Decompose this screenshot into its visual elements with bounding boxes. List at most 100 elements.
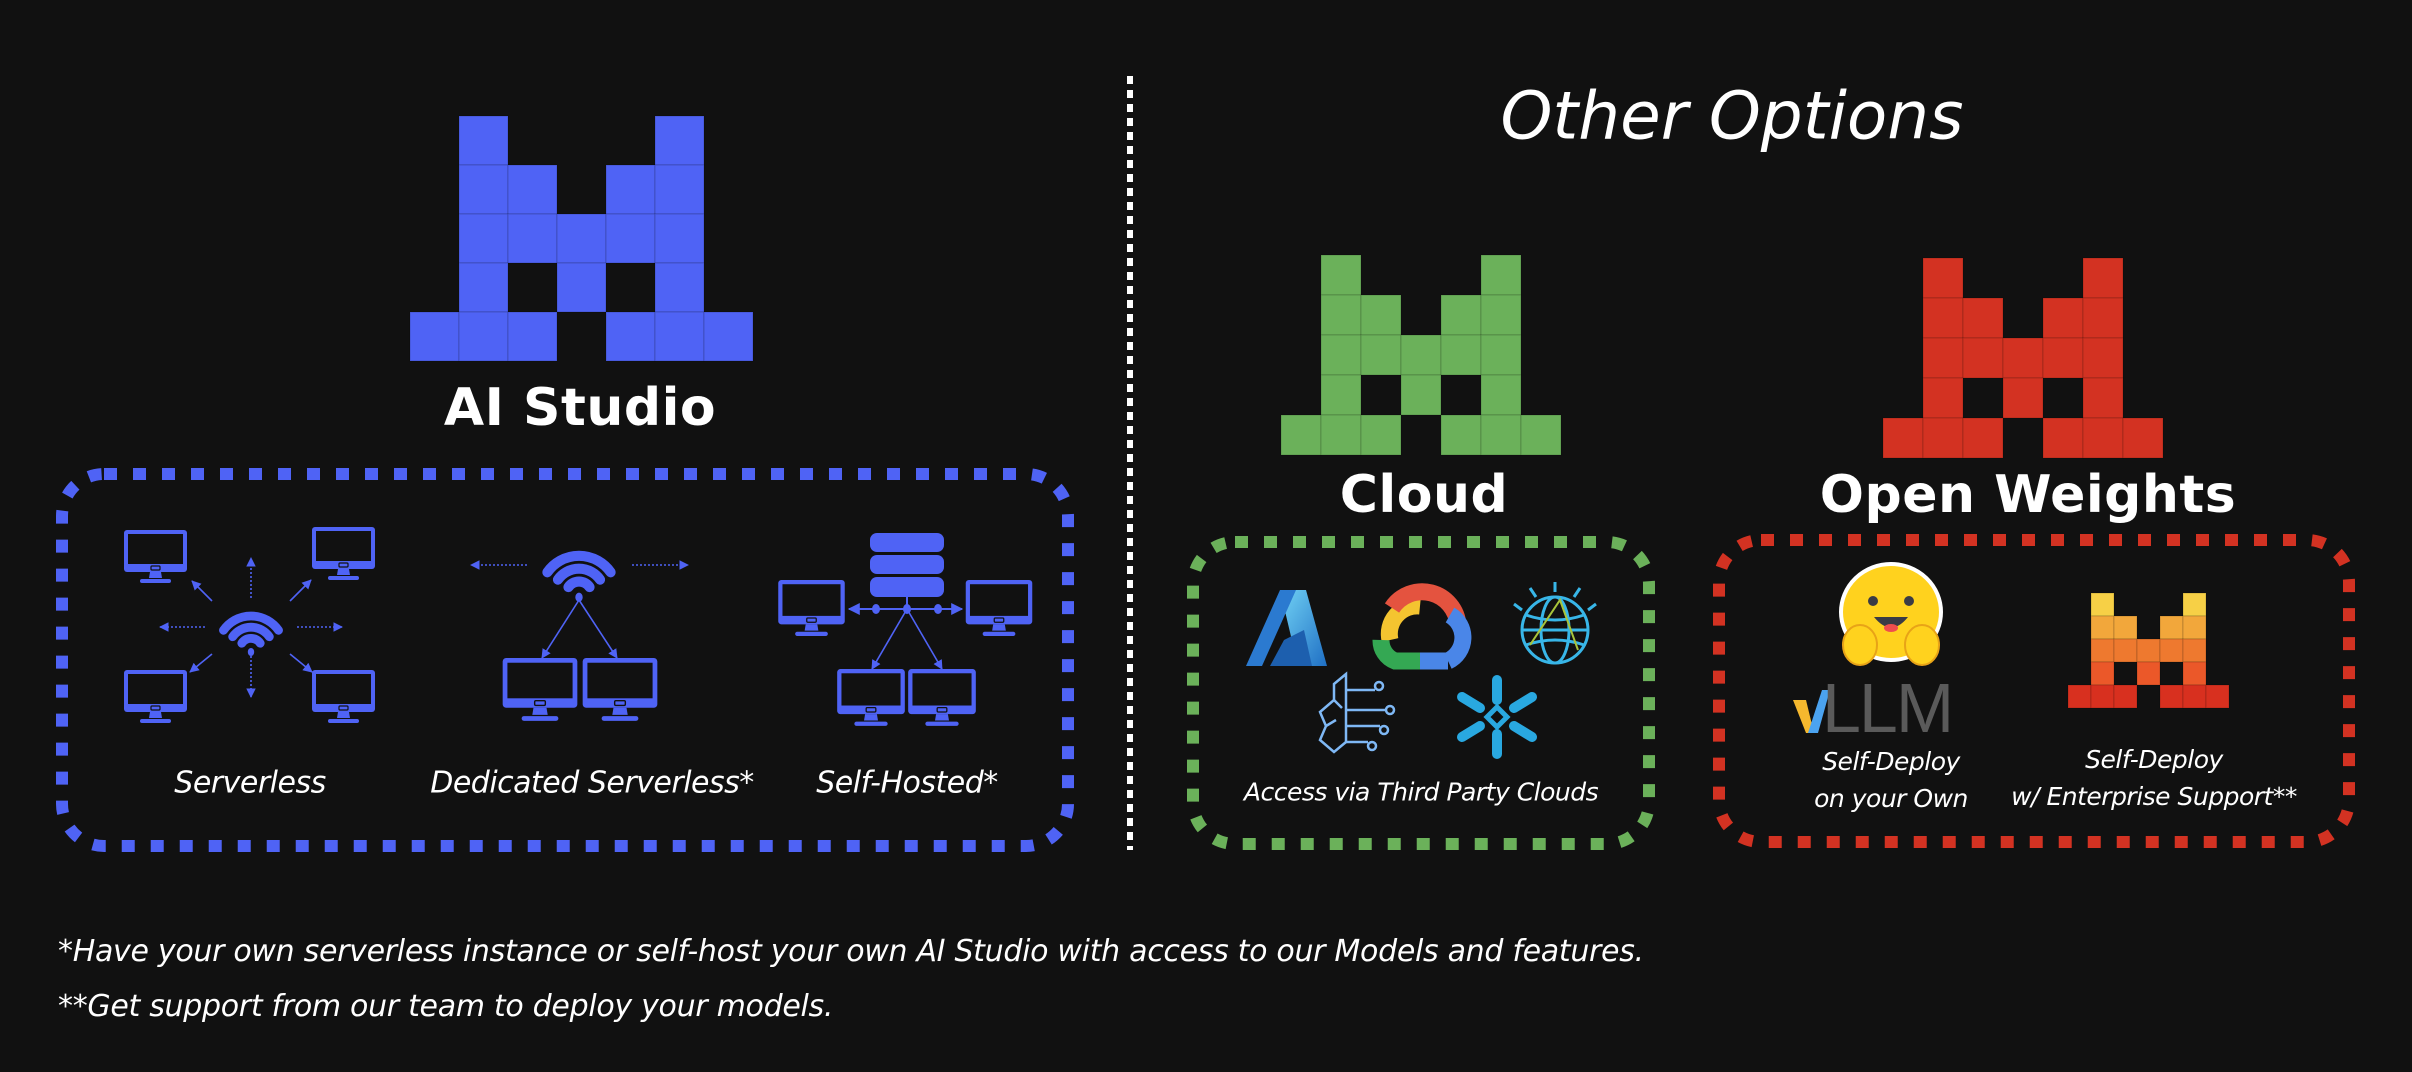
hugging-face-icon (1839, 562, 1943, 666)
logo-cell (458, 164, 509, 215)
logo-cell (458, 311, 509, 362)
logo-cell (605, 164, 656, 215)
self-deploy-enterprise-caption: Self-Deploy w/ Enterprise Support** (2011, 741, 2297, 815)
logo-cell (605, 213, 656, 264)
logo-cell (2205, 684, 2230, 709)
logo-cell (409, 311, 460, 362)
vllm-logo (1793, 690, 1830, 733)
logo-cell (2113, 615, 2138, 640)
logo-cell (2159, 684, 2184, 709)
logo-cell (1320, 374, 1362, 416)
logo-cell (1922, 297, 1964, 339)
logo-cell (2182, 661, 2207, 686)
cloud-options-box (1187, 536, 1655, 850)
caption-line: w/ Enterprise Support** (2011, 782, 2297, 811)
logo-cell (2113, 638, 2138, 663)
logo-cell (1440, 334, 1482, 376)
logo-cell (2082, 377, 2124, 419)
logo-cell (2082, 297, 2124, 339)
vllm-logo-text: LLM (1822, 669, 1954, 747)
logo-cell (1320, 254, 1362, 296)
logo-cell (2067, 684, 2092, 709)
logo-cell (1962, 297, 2004, 339)
logo-cell (2122, 417, 2164, 459)
logo-cell (507, 164, 558, 215)
logo-cell (2182, 684, 2207, 709)
logo-cell (2002, 337, 2044, 379)
logo-cell (1320, 294, 1362, 336)
logo-cell (1320, 334, 1362, 376)
logo-cell (1280, 414, 1322, 456)
ai-studio-options-box (56, 468, 1074, 852)
logo-cell (1882, 417, 1924, 459)
wifi-dedicated-network-icon (470, 556, 689, 722)
logo-cell (458, 262, 509, 313)
logo-cell (2042, 337, 2084, 379)
azure-icon (1246, 590, 1327, 666)
logo-cell (2002, 377, 2044, 419)
logo-cell (2082, 257, 2124, 299)
logo-cell (2090, 615, 2115, 640)
logo-cell (1480, 294, 1522, 336)
self-hosted-label: Self-Hosted* (816, 765, 998, 801)
logo-cell (1320, 414, 1362, 456)
logo-cell (556, 262, 607, 313)
caption-line: on your Own (1814, 784, 1968, 813)
logo-cell (1480, 374, 1522, 416)
caption-line: Self-Deploy (1822, 747, 1960, 776)
logo-cell (2090, 592, 2115, 617)
logo-cell (556, 213, 607, 264)
logo-cell (1480, 414, 1522, 456)
logo-cell (2182, 592, 2207, 617)
logo-cell (2113, 684, 2138, 709)
logo-cell (2082, 417, 2124, 459)
logo-cell (2136, 661, 2161, 686)
logo-cell (2159, 638, 2184, 663)
footnote-2: **Get support from our team to deploy yo… (58, 989, 834, 1024)
logo-cell (1922, 417, 1964, 459)
logo-cell (2042, 417, 2084, 459)
logo-cell (654, 311, 705, 362)
logo-cell (1962, 337, 2004, 379)
logo-cell (1922, 337, 1964, 379)
logo-cell (1480, 334, 1522, 376)
logo-cell (654, 262, 705, 313)
logo-cell (507, 311, 558, 362)
server-network-icon (777, 533, 1033, 727)
logo-cell (1360, 294, 1402, 336)
logo-cell (2182, 615, 2207, 640)
logo-cell (1480, 254, 1522, 296)
google-cloud-icon (1372, 583, 1472, 670)
logo-cell (1360, 334, 1402, 376)
footnote-1: *Have your own serverless instance or se… (58, 934, 1644, 969)
logo-cell (1922, 257, 1964, 299)
logo-cell (2159, 615, 2184, 640)
open-weights-title: Open Weights (1819, 465, 2237, 525)
logo-cell (458, 213, 509, 264)
brain-circuit-icon (1318, 671, 1396, 754)
open-weights-options-box (1713, 534, 2355, 848)
logo-cell (2182, 638, 2207, 663)
logo-cell (458, 115, 509, 166)
logo-cell (507, 213, 558, 264)
other-options-heading: Other Options (1500, 77, 1964, 155)
logo-cell (654, 213, 705, 264)
logo-cell (1440, 414, 1482, 456)
logo-cell (1440, 294, 1482, 336)
logo-cell (2136, 638, 2161, 663)
logo-cell (1922, 377, 1964, 419)
self-deploy-own-caption: Self-Deploy on your Own (1814, 743, 1968, 817)
ai-studio-title: AI Studio (443, 378, 717, 438)
wifi-broadcast-network-icon (124, 527, 375, 724)
logo-cell (1400, 374, 1442, 416)
logo-cell (1400, 334, 1442, 376)
snowflake-icon (1457, 675, 1537, 759)
logo-cell (605, 311, 656, 362)
logo-cell (654, 164, 705, 215)
logo-cell (703, 311, 754, 362)
logo-cell (1360, 414, 1402, 456)
mistral-gradient-logo (2067, 592, 2230, 709)
cloud-caption: Access via Third Party Clouds (1243, 777, 1599, 807)
logo-cell (2090, 638, 2115, 663)
